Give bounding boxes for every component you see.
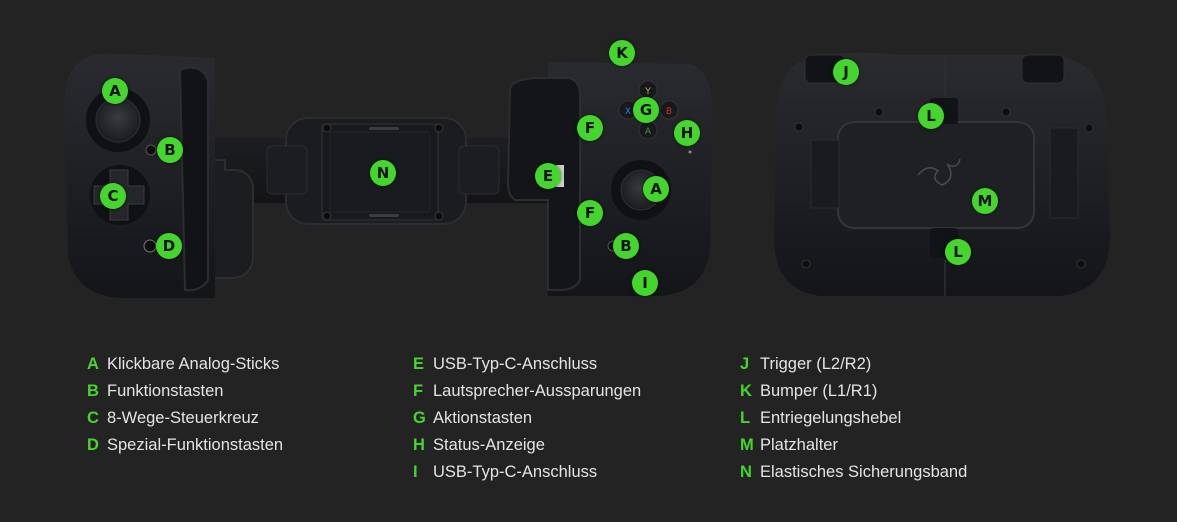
legend-letter: N [740,463,752,481]
legend-label: Spezial-Funktionstasten [107,436,284,454]
legend-item: M Platzhalter [740,432,967,459]
legend-letter: C [87,409,99,427]
legend-label: USB-Typ-C-Anschluss [433,355,598,373]
legend-letter: B [87,382,99,400]
back-view [774,52,1110,297]
controller-illustration: Y X B A [64,52,1110,298]
legend-label: Entriegelungshebel [760,409,902,427]
legend-column-3: J Trigger (L2/R2) K Bumper (L1/R1) L Entrie… [740,351,967,486]
legend-item: A Klickbare Analog-Sticks [87,351,283,378]
legend-letter: A [87,355,99,373]
marker-g-action: G [633,97,659,123]
legend-label: Funktionstasten [107,382,224,400]
legend-letter: L [740,409,751,427]
marker-l-release-bottom: L [945,239,971,265]
legend-label: Trigger (L2/R2) [760,355,872,373]
legend-item: C 8-Wege-Steuerkreuz [87,405,283,432]
legend-item: K Bumper (L1/R1) [740,378,967,405]
legend-letter: M [740,436,754,454]
legend-label: 8-Wege-Steuerkreuz [107,409,259,427]
svg-text:X: X [625,107,631,117]
elastic-bridge [170,117,565,279]
svg-text:B: B [666,107,672,117]
marker-b-right-function: B [613,233,639,259]
marker-a-left-stick: A [102,78,128,104]
legend-letter: F [413,382,424,400]
marker-k-bumper: K [609,40,635,66]
legend-label: Bumper (L1/R1) [760,382,878,400]
legend-letter: D [87,436,99,454]
marker-b-left-function: B [157,137,183,163]
legend-letter: I [413,463,418,481]
marker-e-usb: E [535,163,561,189]
marker-d-special: D [156,233,182,259]
legend-letter: H [413,436,425,454]
legend-item: N Elastisches Sicherungsband [740,459,967,486]
legend-label: Platzhalter [760,436,838,454]
legend-item: E USB-Typ-C-Anschluss [413,351,641,378]
legend-label: Lautsprecher-Aussparungen [433,382,642,400]
legend-letter: J [740,355,750,373]
marker-i-usb: I [632,270,658,296]
marker-a-right-stick: A [643,176,669,202]
legend-item: L Entriegelungshebel [740,405,967,432]
marker-j-trigger: J [833,59,859,85]
marker-l-release-top: L [918,103,944,129]
legend-letter: G [413,409,426,427]
marker-n-bridge: N [370,160,396,186]
legend-letter: K [740,382,752,400]
marker-h-status: H [674,120,700,146]
marker-m-placeholder: M [972,188,998,214]
legend-item: D Spezial-Funktionstasten [87,432,283,459]
legend-label: Klickbare Analog-Sticks [107,355,280,373]
marker-f-speaker-top: F [577,115,603,141]
legend-item: J Trigger (L2/R2) [740,351,967,378]
legend-item: G Aktionstasten [413,405,641,432]
left-controller [64,53,215,298]
legend-item: B Funktionstasten [87,378,283,405]
legend-item: I USB-Typ-C-Anschluss [413,459,641,486]
legend-letter: E [413,355,425,373]
legend-label: Aktionstasten [433,409,533,427]
legend-label: Elastisches Sicherungsband [760,463,968,481]
legend-column-1: A Klickbare Analog-Sticks B Funktionstaste… [87,351,283,459]
legend-item: F Lautsprecher-Aussparungen [413,378,641,405]
legend-item: H Status-Anzeige [413,432,641,459]
marker-f-speaker-bottom: F [577,200,603,226]
marker-c-dpad: C [100,183,126,209]
svg-text:Y: Y [644,87,651,97]
legend-label: Status-Anzeige [433,436,545,454]
svg-text:A: A [645,127,652,137]
legend-column-2: E USB-Typ-C-Anschluss F Lautsprecher-Aussp… [413,351,641,486]
legend-label: USB-Typ-C-Anschluss [433,463,598,481]
